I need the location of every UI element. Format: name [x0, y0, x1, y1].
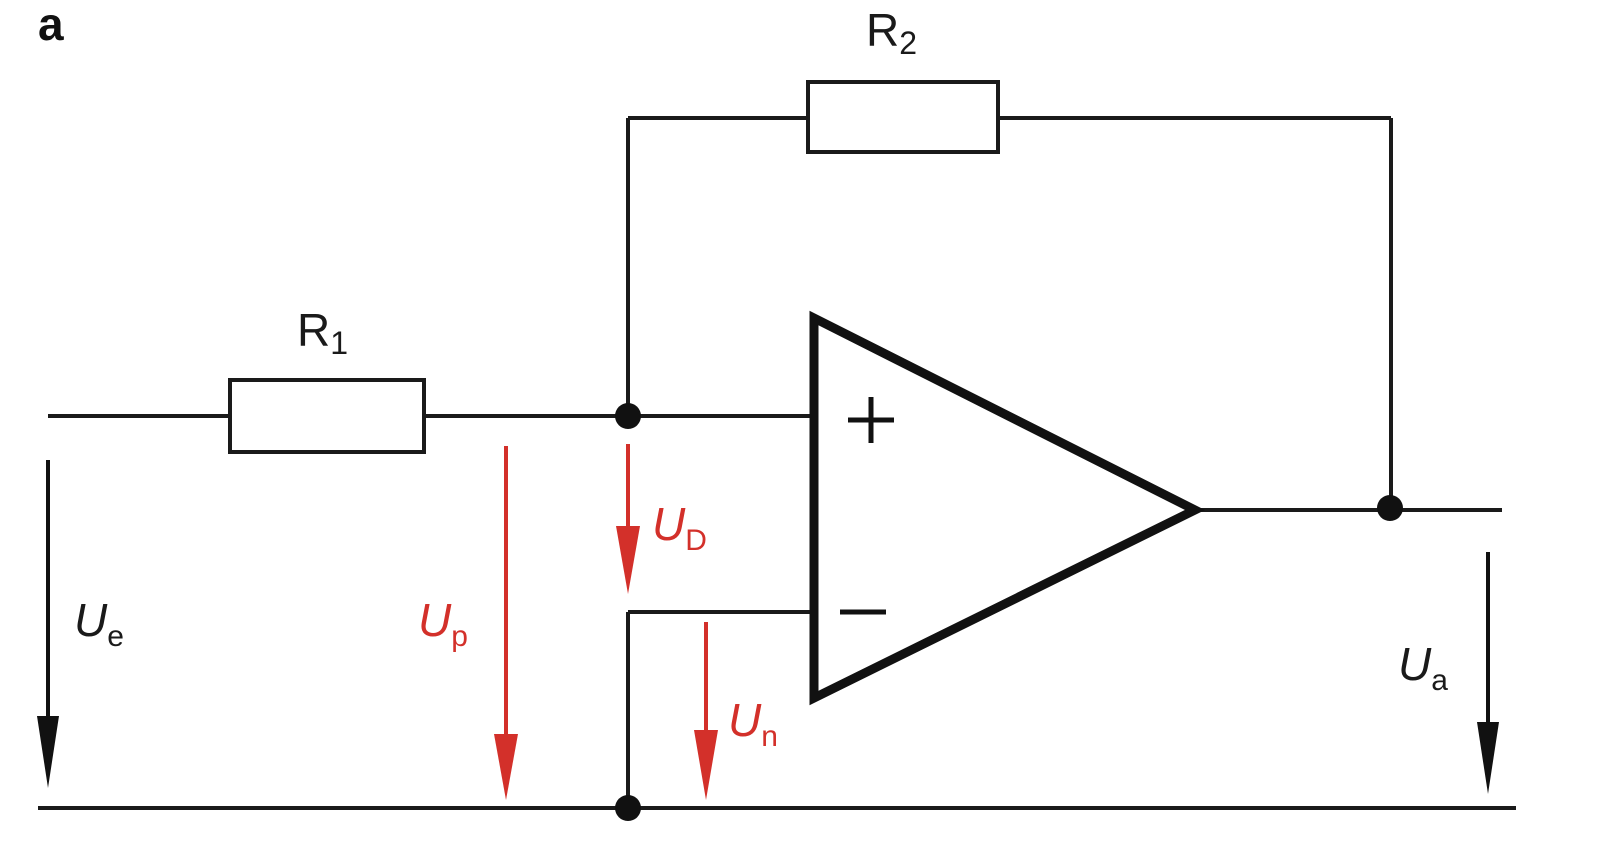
- resistor-r1: [228, 378, 426, 454]
- label-un: Un: [728, 694, 778, 753]
- label-up: Up: [418, 594, 468, 653]
- junction-node-output: [1377, 495, 1403, 521]
- arrow-up: [494, 446, 518, 800]
- label-ud: UD: [652, 498, 707, 557]
- wires: [38, 116, 1516, 810]
- opamp-plus-sign: [848, 397, 894, 443]
- label-ue: Ue: [74, 594, 124, 653]
- arrow-ud: [616, 444, 640, 594]
- arrow-ua: [1477, 552, 1499, 794]
- label-r2: R2: [866, 4, 917, 61]
- junction-node-inverting: [615, 403, 641, 429]
- label-r1: R1: [297, 304, 348, 361]
- arrow-ue: [37, 460, 59, 788]
- figure-label: a: [38, 0, 64, 50]
- resistor-r2: [806, 80, 1000, 154]
- junction-node-ground: [615, 795, 641, 821]
- label-ua: Ua: [1398, 638, 1448, 697]
- opamp-triangle: [809, 310, 1206, 706]
- arrow-un: [694, 622, 718, 800]
